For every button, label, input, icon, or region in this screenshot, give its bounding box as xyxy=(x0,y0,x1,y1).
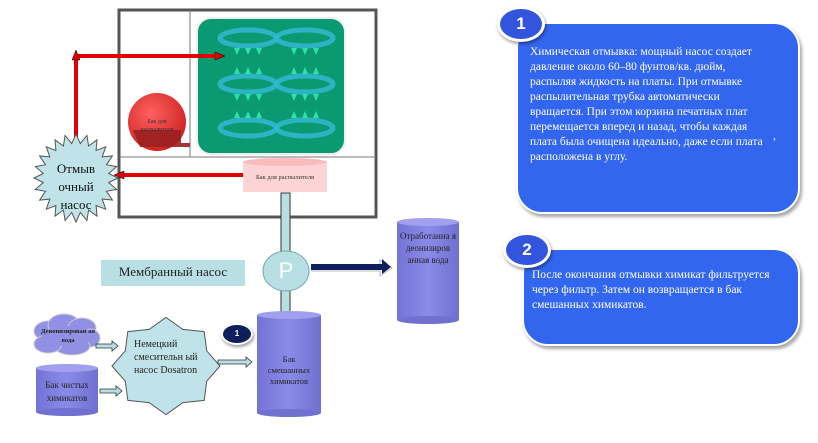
spray-arrow-icon xyxy=(313,48,319,55)
spray-arrow-icon xyxy=(256,94,262,101)
flow-arrow-cloud-to-mixer xyxy=(95,340,119,352)
mixed-chemicals-label: Бак смешанных химикатов xyxy=(267,354,311,386)
flow-arrow-mixer-to-tank xyxy=(217,356,253,368)
spray-arrow-icon xyxy=(302,111,308,118)
spray-arrow-icon xyxy=(302,67,308,74)
spray-arrow-icon xyxy=(313,94,319,101)
waste-water-label: Отработанна я деонизиров анная вода xyxy=(399,231,457,265)
spray-ring xyxy=(274,73,336,95)
spray-arrow-icon xyxy=(245,94,251,101)
spray-arrow-icon xyxy=(245,48,251,55)
spray-arrow-icon xyxy=(313,111,319,118)
wash-pump-starburst xyxy=(32,132,120,224)
spray-arrow-icon xyxy=(256,48,262,55)
spray-ring xyxy=(274,27,336,49)
clean-chemicals-tank xyxy=(36,364,98,416)
spray-arrow-icon xyxy=(302,48,308,55)
flow-arrow-tank-to-mixer xyxy=(99,385,123,397)
clean-chemicals-label: Бак чистых химикатов xyxy=(45,380,89,403)
deionized-water-cloud xyxy=(33,313,101,356)
info-card-2-text: После окончания отмывки химикат фильтруе… xyxy=(532,269,770,311)
spray-arrow-icon xyxy=(291,48,297,55)
spray-arrow-icon xyxy=(291,111,297,118)
outflow-arrow xyxy=(311,259,393,277)
spray-arrow-icon xyxy=(313,67,319,74)
membrane-pump-label-bg xyxy=(101,260,245,286)
spray-tank-red xyxy=(128,93,190,151)
spray-arrow-icon xyxy=(234,94,240,101)
mixing-pump-label: Немецкий смесительн ый насос Dosatron xyxy=(134,339,198,376)
spray-arrow-icon xyxy=(302,94,308,101)
spray-tank-pink xyxy=(243,158,327,192)
info-card-1-text: Химическая отмывка: мощный насос создает… xyxy=(530,46,763,163)
pump-p-symbol: P xyxy=(278,258,294,283)
red-pipe-supply xyxy=(71,49,226,137)
mixed-chemicals-tank xyxy=(257,311,321,417)
spray-arrow-icon xyxy=(291,94,297,101)
waste-water-tank xyxy=(397,218,459,324)
spray-arrow-icon xyxy=(234,67,240,74)
spray-arrow-icon xyxy=(234,111,240,118)
info-card-1 xyxy=(516,22,800,214)
spray-tank-bottom-label: Бак для распылителя xyxy=(255,174,315,181)
info-card-2 xyxy=(522,248,800,346)
step-marker-1: 1 xyxy=(221,323,253,345)
spray-arrow-icon xyxy=(245,67,251,74)
spray-arrow-icon xyxy=(256,111,262,118)
spray-tank-top-label: Бак для распылителя xyxy=(140,119,174,133)
info-card-1-badge: 1 xyxy=(497,6,545,42)
deionized-water-label: Деионизирован ая вода xyxy=(41,328,95,344)
info-card-1-stray-mark: , xyxy=(773,128,776,142)
mixing-pump-star xyxy=(111,316,221,416)
wash-pump-label: Отмыв очный насос xyxy=(56,161,96,212)
spray-arrow-icon xyxy=(245,111,251,118)
spray-arrow-icon xyxy=(291,67,297,74)
spray-arrow-icon xyxy=(234,48,240,55)
membrane-pump-symbol xyxy=(262,250,310,292)
spray-arrow-icon xyxy=(256,67,262,74)
spray-ring xyxy=(274,117,336,139)
rotating-spray-bars xyxy=(217,27,336,139)
info-card-2-badge: 2 xyxy=(503,232,551,268)
red-pipe-return xyxy=(113,170,243,180)
membrane-pump-label: Мембранный насос xyxy=(118,264,228,279)
